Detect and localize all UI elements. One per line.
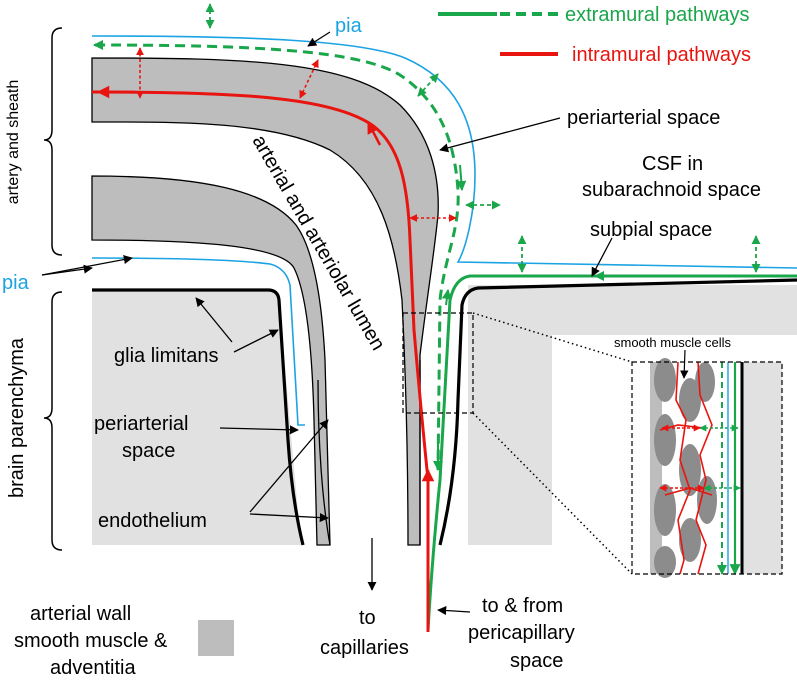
label-artery-and-sheath: artery and sheath [5,80,22,205]
intramural-pathway-line [91,90,430,632]
legend-wall-label-2: smooth muscle & [14,630,168,652]
legend-wall-label-3: adventitia [50,657,136,679]
label-brain-parenchyma: brain parenchyma [6,337,28,498]
label-periarterial-space-left-1: periarterial [94,413,188,435]
label-pericapillary-3: space [510,650,563,672]
brain-parenchyma-region [92,285,797,545]
label-pia-top: pia [335,15,363,37]
label-to-capillaries-1: to [359,607,376,629]
label-csf-1: CSF in [642,153,703,175]
label-periarterial-space-right: periarterial space [567,107,720,129]
glia-limitans [92,278,797,546]
legend-wall-label-1: arterial wall [30,603,131,625]
arterial-wall [91,57,439,546]
label-pericapillary-2: pericapillary [468,622,575,644]
label-subpial-space: subpial space [590,219,712,241]
label-endothelium: endothelium [98,510,207,532]
intramural-exchange-arrows [136,47,457,222]
zoom-connector-top [472,312,633,363]
legend-intramural-label: intramural pathways [572,44,751,66]
legend-wall-swatch [198,620,234,656]
legend: extramural pathways intramural pathways … [14,4,751,679]
intramural-flow-arrows [96,85,435,500]
label-periarterial-space-left-2: space [122,440,175,462]
endothelium-lines [317,360,421,546]
zoom-region-box [402,312,474,414]
extramural-exchange-arrows [205,3,761,273]
label-pericapillary-1: to & from [482,595,563,617]
label-to-capillaries-2: capillaries [320,637,409,659]
label-pia-left: pia [2,272,30,294]
bracket-artery-and-sheath [43,27,63,256]
smooth-muscle-inset [631,349,783,578]
pointer-arrows [41,31,613,616]
bracket-brain-parenchyma [43,291,63,551]
extramural-pathway-lines [94,43,797,631]
zoom-connector-bottom [472,412,633,575]
label-glia-limitans: glia limitans [114,345,218,367]
legend-extramural-label: extramural pathways [565,4,750,26]
label-smooth-muscle-cells: smooth muscle cells [614,335,732,350]
label-csf-2: subarachnoid space [582,179,761,201]
